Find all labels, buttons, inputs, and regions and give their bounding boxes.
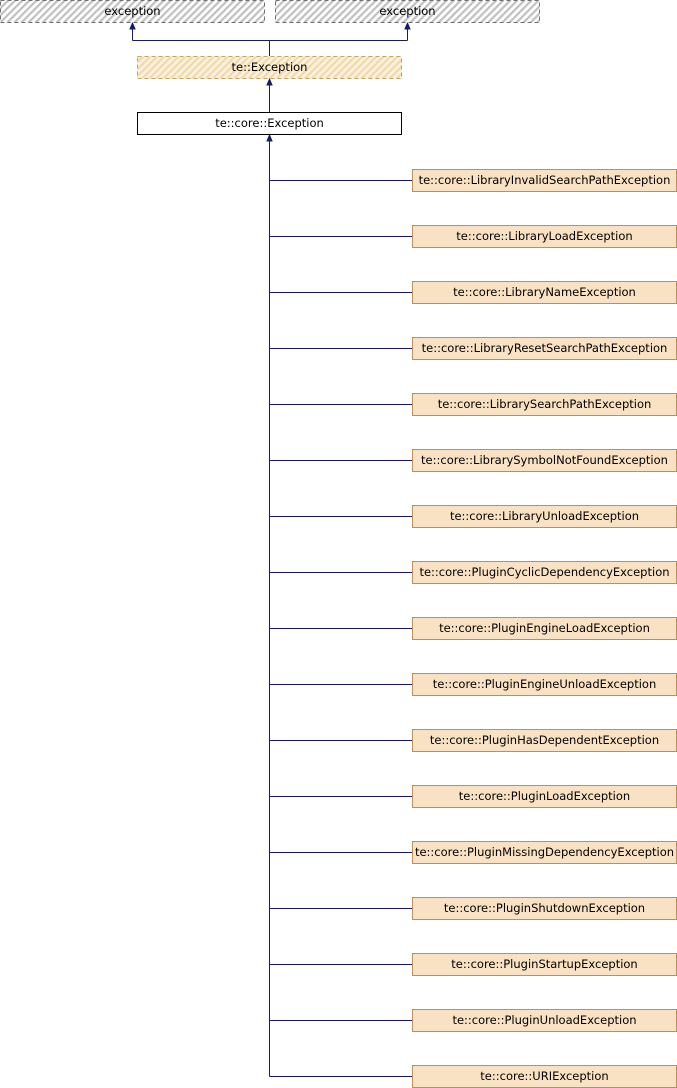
derived-class-node[interactable]: te::core::PluginStartupException <box>412 953 677 976</box>
external-node-exception-right[interactable]: exception <box>275 0 540 23</box>
derived-class-node[interactable]: te::core::LibraryUnloadException <box>412 505 677 528</box>
base-node-te-exception[interactable]: te::Exception <box>137 56 402 79</box>
derived-class-node[interactable]: te::core::PluginHasDependentException <box>412 729 677 752</box>
derived-class-node[interactable]: te::core::PluginShutdownException <box>412 897 677 920</box>
derived-class-label: te::core::PluginUnloadException <box>452 1013 636 1027</box>
base-node-label: te::Exception <box>232 60 308 74</box>
arrowhead <box>404 21 411 30</box>
external-node-exception-left[interactable]: exception <box>0 0 265 23</box>
derived-class-label: te::core::PluginEngineLoadException <box>439 621 650 635</box>
derived-class-label: te::core::PluginStartupException <box>451 957 637 971</box>
derived-class-node[interactable]: te::core::LibraryNameException <box>412 281 677 304</box>
arrowhead <box>266 133 273 142</box>
derived-class-label: te::core::PluginMissingDependencyExcepti… <box>415 845 674 859</box>
derived-class-label: te::core::LibrarySearchPathException <box>438 397 652 411</box>
derived-class-label: te::core::LibraryNameException <box>453 285 636 299</box>
derived-class-label: te::core::PluginHasDependentException <box>430 733 659 747</box>
derived-class-label: te::core::LibrarySymbolNotFoundException <box>421 453 668 467</box>
arrowhead <box>129 21 136 30</box>
derived-class-node[interactable]: te::core::PluginMissingDependencyExcepti… <box>412 841 677 864</box>
derived-class-node[interactable]: te::core::PluginEngineUnloadException <box>412 673 677 696</box>
derived-class-node[interactable]: te::core::LibraryResetSearchPathExceptio… <box>412 337 677 360</box>
derived-class-node[interactable]: te::core::PluginLoadException <box>412 785 677 808</box>
derived-class-node[interactable]: te::core::PluginUnloadException <box>412 1009 677 1032</box>
inheritance-edges <box>129 21 413 1077</box>
derived-class-label: te::core::LibraryInvalidSearchPathExcept… <box>419 173 671 187</box>
derived-class-label: te::core::LibraryUnloadException <box>450 509 639 523</box>
derived-class-node[interactable]: te::core::LibraryLoadException <box>412 225 677 248</box>
derived-classes: te::core::LibraryInvalidSearchPathExcept… <box>412 169 677 1088</box>
arrowhead <box>266 77 273 86</box>
derived-class-node[interactable]: te::core::URIException <box>412 1065 677 1088</box>
derived-class-node[interactable]: te::core::LibraryInvalidSearchPathExcept… <box>412 169 677 192</box>
derived-class-node[interactable]: te::core::LibrarySearchPathException <box>412 393 677 416</box>
core-node-te-core-exception[interactable]: te::core::Exception <box>137 112 402 135</box>
external-node-label: exception <box>379 4 435 18</box>
derived-class-node[interactable]: te::core::LibrarySymbolNotFoundException <box>412 449 677 472</box>
derived-class-label: te::core::PluginCyclicDependencyExceptio… <box>419 565 669 579</box>
derived-class-label: te::core::PluginEngineUnloadException <box>433 677 657 691</box>
derived-class-label: te::core::LibraryLoadException <box>456 229 632 243</box>
external-node-label: exception <box>104 4 160 18</box>
derived-class-node[interactable]: te::core::PluginCyclicDependencyExceptio… <box>412 561 677 584</box>
edge-exception-to-te-exception <box>132 27 408 56</box>
derived-class-node[interactable]: te::core::PluginEngineLoadException <box>412 617 677 640</box>
core-node-label: te::core::Exception <box>215 116 324 130</box>
derived-class-label: te::core::PluginShutdownException <box>444 901 645 915</box>
derived-class-label: te::core::URIException <box>480 1069 608 1083</box>
derived-class-label: te::core::PluginLoadException <box>459 789 630 803</box>
derived-class-label: te::core::LibraryResetSearchPathExceptio… <box>422 341 668 355</box>
